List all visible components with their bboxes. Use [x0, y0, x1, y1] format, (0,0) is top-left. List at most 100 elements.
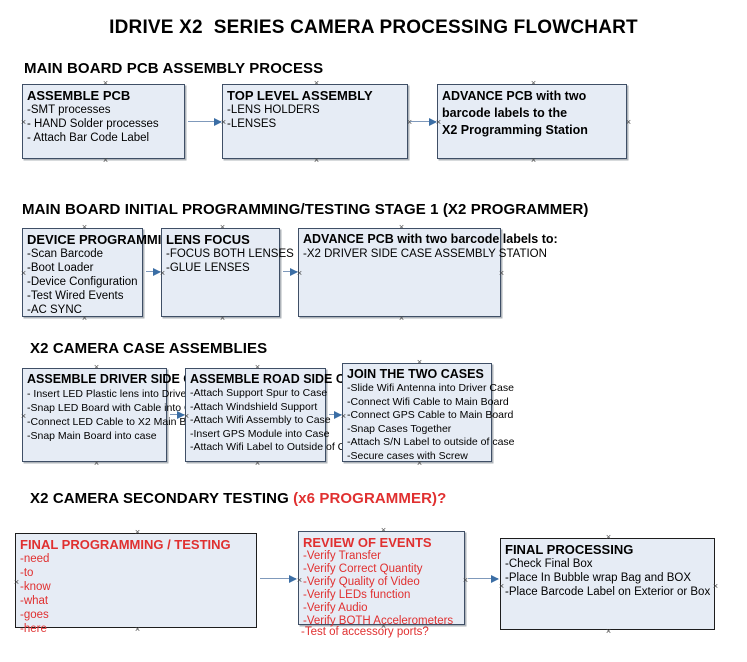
- resize-handle-bottom[interactable]: [134, 626, 141, 633]
- resize-handle-left[interactable]: [20, 119, 27, 126]
- resize-handle-left[interactable]: [20, 413, 27, 420]
- node-title: ASSEMBLE PCB: [27, 88, 131, 103]
- node-join-the-two-cases[interactable]: JOIN THE TWO CASES -Slide Wifi Antenna i…: [340, 363, 515, 462]
- resize-handle-bottom[interactable]: [398, 315, 405, 322]
- resize-handle-right[interactable]: [489, 413, 496, 420]
- node-title: ASSEMBLE ROAD SIDE CASE: [190, 372, 371, 386]
- connector-3-2: [329, 410, 342, 419]
- node-line: -Verify Quality of Video: [303, 576, 420, 588]
- resize-handle-top[interactable]: [93, 364, 100, 371]
- resize-handle-top[interactable]: [380, 527, 387, 534]
- resize-handle-left[interactable]: [20, 270, 27, 277]
- node-line: -Verify Correct Quantity: [303, 563, 423, 575]
- resize-handle-bottom[interactable]: [416, 460, 423, 467]
- resize-handle-left[interactable]: [498, 583, 505, 590]
- resize-handle-bottom[interactable]: [380, 623, 387, 630]
- node-line: -Connect GPS Cable to Main Board: [347, 409, 514, 421]
- node-line: - Insert LED Plastic lens into Driver Ca…: [27, 388, 218, 400]
- resize-handle-top[interactable]: [398, 224, 405, 231]
- resize-handle-top[interactable]: [102, 80, 109, 87]
- section-heading-4-text: X2 CAMERA SECONDARY TESTING: [30, 490, 294, 507]
- resize-handle-bottom[interactable]: [313, 157, 320, 164]
- resize-handle-left[interactable]: [159, 270, 166, 277]
- resize-handle-bottom[interactable]: [530, 157, 537, 164]
- node-assemble-driver-side-case[interactable]: ASSEMBLE DRIVER SIDE CASE - Insert LED P…: [20, 368, 218, 462]
- node-line: -to: [20, 567, 34, 579]
- node-advance-pcb-driver-side[interactable]: ADVANCE PCB with two barcode labels to: …: [296, 228, 558, 317]
- connector-3-1: [170, 410, 185, 419]
- section-heading-2-text: MAIN BOARD INITIAL PROGRAMMING/TESTING S…: [22, 201, 589, 218]
- node-line: -LENSES: [227, 118, 277, 130]
- resize-handle-top[interactable]: [605, 534, 612, 541]
- resize-handle-top[interactable]: [134, 529, 141, 536]
- node-review-of-events[interactable]: REVIEW OF EVENTS -Verify Transfer -Verif…: [296, 531, 465, 638]
- connector-2-1: [146, 267, 161, 276]
- node-final-programming-testing[interactable]: FINAL PROGRAMMING / TESTING -need -to -k…: [13, 533, 257, 635]
- node-line: -Connect LED Cable to X2 Main Board: [27, 416, 208, 428]
- node-title: TOP LEVEL ASSEMBLY: [227, 88, 373, 103]
- resize-handle-left[interactable]: [13, 579, 20, 586]
- resize-handle-left[interactable]: [435, 119, 442, 126]
- resize-handle-bottom[interactable]: [102, 157, 109, 164]
- node-title: ADVANCE PCB with two: [442, 89, 587, 103]
- node-line: -what: [20, 595, 49, 607]
- node-title: REVIEW OF EVENTS: [303, 535, 432, 550]
- node-line: -Insert GPS Module into Case: [190, 427, 330, 440]
- section-heading-2: MAIN BOARD INITIAL PROGRAMMING/TESTING S…: [22, 201, 589, 218]
- resize-handle-right[interactable]: [625, 119, 632, 126]
- node-line: -Scan Barcode: [27, 248, 104, 260]
- resize-handle-top[interactable]: [313, 80, 320, 87]
- node-line: -Check Final Box: [505, 558, 593, 570]
- node-line: X2 Programming Station: [442, 123, 588, 137]
- resize-handle-left[interactable]: [340, 413, 347, 420]
- page-title: IDRIVE X2 SERIES CAMERA PROCESSING FLOWC…: [109, 17, 638, 38]
- resize-handle-right[interactable]: [712, 583, 719, 590]
- node-line: -X2 DRIVER SIDE CASE ASSEMBLY STATION: [303, 248, 547, 260]
- node-device-programming[interactable]: DEVICE PROGRAMMING -Scan Barcode -Boot L…: [20, 228, 181, 317]
- resize-handle-left[interactable]: [220, 119, 227, 126]
- node-line: - Attach Bar Code Label: [27, 132, 150, 144]
- section-heading-3: X2 CAMERA CASE ASSEMBLIES: [30, 340, 267, 357]
- node-line: -LENS HOLDERS: [227, 104, 320, 116]
- node-line: -Connect Wifi Cable to Main Board: [347, 395, 509, 408]
- node-title: FINAL PROCESSING: [505, 542, 634, 557]
- node-line: -goes: [20, 609, 49, 621]
- node-title: DEVICE PROGRAMMING: [27, 232, 181, 247]
- resize-handle-bottom[interactable]: [81, 315, 88, 322]
- resize-handle-top[interactable]: [81, 224, 88, 231]
- node-advance-pcb-station[interactable]: ADVANCE PCB with two barcode labels to t…: [437, 84, 627, 159]
- node-top-level-assembly[interactable]: TOP LEVEL ASSEMBLY -LENS HOLDERS -LENSES: [222, 84, 408, 159]
- node-line: -Boot Loader: [27, 262, 94, 274]
- resize-handle-bottom[interactable]: [219, 315, 226, 322]
- resize-handle-left[interactable]: [296, 577, 303, 584]
- connector-1-1: [188, 117, 222, 126]
- connector-2-2: [283, 267, 298, 276]
- section-heading-3-text: X2 CAMERA CASE ASSEMBLIES: [30, 340, 268, 357]
- resize-handle-top[interactable]: [254, 364, 261, 371]
- node-line: -Snap Main Board into case: [27, 430, 157, 442]
- resize-handle-top[interactable]: [530, 80, 537, 87]
- node-title: JOIN THE TWO CASES: [347, 367, 484, 381]
- node-line: -GLUE LENSES: [166, 262, 250, 274]
- node-line: -Verify BOTH Accelerometers: [303, 615, 454, 627]
- resize-handle-left[interactable]: [183, 413, 190, 420]
- node-overflow-line: -Test of accessory ports?: [301, 626, 429, 638]
- node-line: -Attach Wifi Label to Outside of Case: [190, 441, 363, 453]
- node-lens-focus[interactable]: LENS FOCUS -FOCUS BOTH LENSES -GLUE LENS…: [159, 228, 294, 317]
- resize-handle-top[interactable]: [219, 224, 226, 231]
- resize-handle-top[interactable]: [416, 359, 423, 366]
- resize-handle-right[interactable]: [498, 270, 505, 277]
- node-assemble-pcb[interactable]: ASSEMBLE PCB -SMT processes - HAND Solde…: [22, 84, 185, 159]
- resize-handle-bottom[interactable]: [605, 628, 612, 635]
- node-final-processing[interactable]: FINAL PROCESSING -Check Final Box -Place…: [500, 538, 715, 630]
- resize-handle-left[interactable]: [296, 270, 303, 277]
- resize-handle-bottom[interactable]: [93, 460, 100, 467]
- node-line: -Attach Windshield Support: [190, 400, 318, 413]
- section-heading-4: X2 CAMERA SECONDARY TESTING (x6 PROGRAMM…: [30, 490, 446, 507]
- section-heading-4-accent: (x6 PROGRAMMER)?: [293, 490, 447, 507]
- node-line: -FOCUS BOTH LENSES: [166, 248, 294, 260]
- node-line: -Verify Audio: [303, 602, 368, 614]
- node-assemble-road-side-case[interactable]: ASSEMBLE ROAD SIDE CASE -Attach Support …: [183, 368, 371, 462]
- resize-handle-bottom[interactable]: [254, 460, 261, 467]
